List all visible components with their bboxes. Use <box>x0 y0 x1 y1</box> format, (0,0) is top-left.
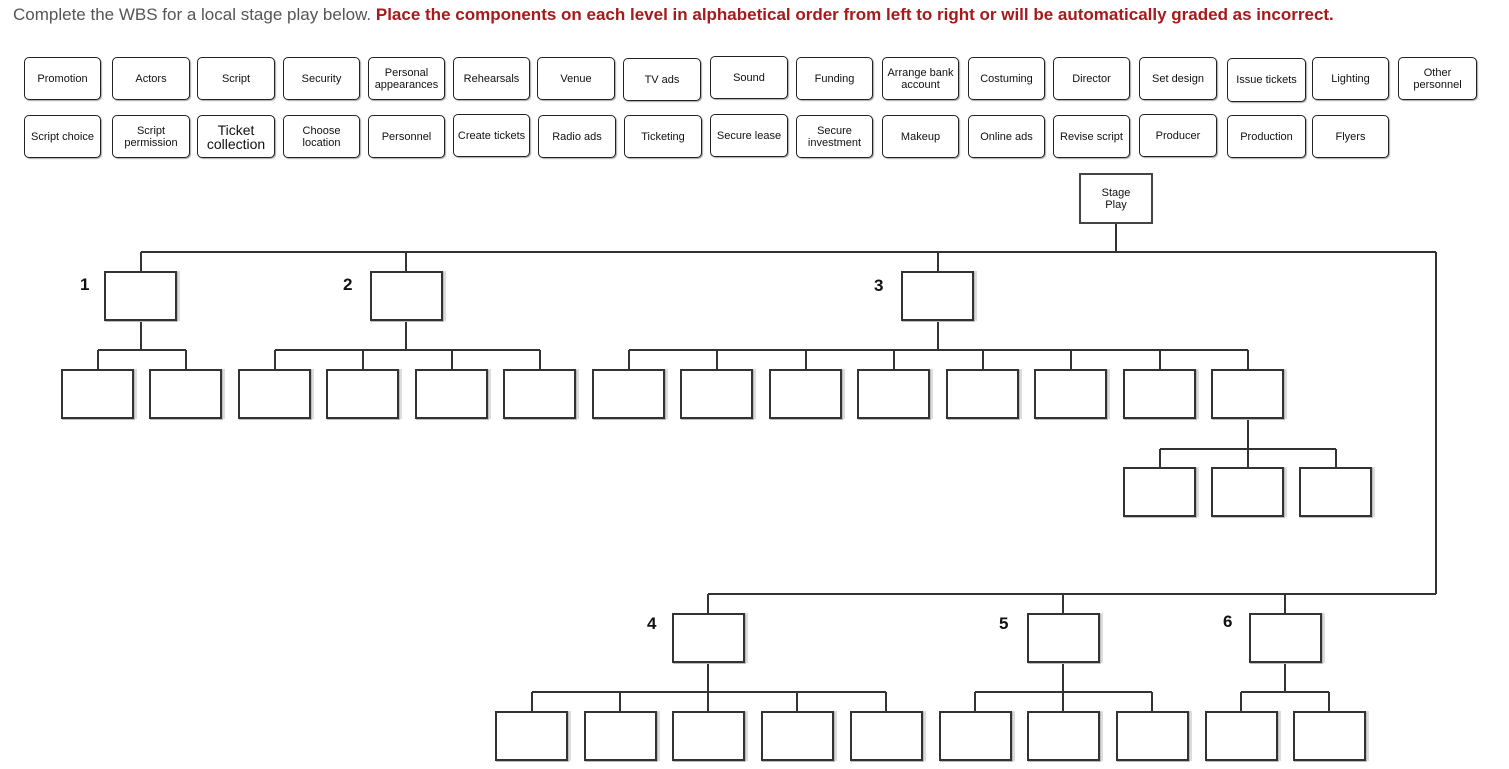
level-label-6: 6 <box>1223 612 1233 631</box>
drop-slot[interactable] <box>1116 711 1189 761</box>
chip-secure-lease[interactable]: Secure lease <box>710 114 788 157</box>
level-label-3: 3 <box>874 276 884 295</box>
chip-producer[interactable]: Producer <box>1139 114 1217 157</box>
drop-slot[interactable] <box>1027 711 1100 761</box>
chip-makeup[interactable]: Makeup <box>882 115 959 158</box>
chip-tv-ads[interactable]: TV ads <box>623 58 701 101</box>
drop-slot[interactable] <box>761 711 834 761</box>
chip-set-design[interactable]: Set design <box>1139 57 1217 100</box>
drop-slot[interactable] <box>939 711 1012 761</box>
drop-slot[interactable] <box>769 369 842 419</box>
chip-choose-location[interactable]: Choose location <box>283 115 360 158</box>
chip-production[interactable]: Production <box>1227 115 1306 158</box>
chip-personal-appearances[interactable]: Personal appearances <box>368 57 445 100</box>
chip-promotion[interactable]: Promotion <box>24 57 101 100</box>
drop-slot[interactable] <box>1211 369 1284 419</box>
chip-revise-script[interactable]: Revise script <box>1053 115 1130 158</box>
chip-issue-tickets[interactable]: Issue tickets <box>1227 58 1306 102</box>
drop-slot[interactable] <box>592 369 665 419</box>
drop-slot[interactable] <box>326 369 399 419</box>
chip-funding[interactable]: Funding <box>796 57 873 100</box>
drop-slot[interactable] <box>1211 467 1284 517</box>
chip-costuming[interactable]: Costuming <box>968 57 1045 100</box>
drop-slot[interactable] <box>946 369 1019 419</box>
chip-flyers[interactable]: Flyers <box>1312 115 1389 158</box>
chip-security[interactable]: Security <box>283 57 360 100</box>
chip-rehearsals[interactable]: Rehearsals <box>453 57 530 100</box>
chip-script-choice[interactable]: Script choice <box>24 115 101 158</box>
chip-actors[interactable]: Actors <box>112 57 190 100</box>
chip-sound[interactable]: Sound <box>710 56 788 99</box>
drop-slot[interactable] <box>1123 369 1196 419</box>
chip-ticketing[interactable]: Ticketing <box>624 115 702 158</box>
drop-slot[interactable] <box>61 369 134 419</box>
chip-venue[interactable]: Venue <box>537 57 615 100</box>
drop-slot[interactable] <box>104 271 177 321</box>
chip-online-ads[interactable]: Online ads <box>968 115 1045 158</box>
drop-slot[interactable] <box>1249 613 1322 663</box>
drop-slot[interactable] <box>672 613 745 663</box>
drop-slot[interactable] <box>1034 369 1107 419</box>
chip-radio-ads[interactable]: Radio ads <box>538 115 616 158</box>
chip-arrange-bank-account[interactable]: Arrange bank account <box>882 57 959 100</box>
drop-slot[interactable] <box>415 369 488 419</box>
chip-ticket-collection[interactable]: Ticket collection <box>197 115 275 158</box>
level-label-1: 1 <box>80 275 90 294</box>
drop-slot[interactable] <box>857 369 930 419</box>
level-label-4: 4 <box>647 614 657 633</box>
drop-slot[interactable] <box>1123 467 1196 517</box>
drop-slot[interactable] <box>584 711 657 761</box>
drop-slot[interactable] <box>680 369 753 419</box>
root-node-stage-play: Stage Play <box>1079 173 1153 224</box>
chip-director[interactable]: Director <box>1053 57 1130 100</box>
chip-secure-investment[interactable]: Secure investment <box>796 115 873 158</box>
drop-slot[interactable] <box>1027 613 1100 663</box>
drop-slot[interactable] <box>495 711 568 761</box>
chip-personnel[interactable]: Personnel <box>368 115 445 158</box>
instruction-text: Complete the WBS for a local stage play … <box>13 5 1334 25</box>
drop-slot[interactable] <box>1205 711 1278 761</box>
drop-slot[interactable] <box>1299 467 1372 517</box>
drop-slot[interactable] <box>672 711 745 761</box>
drop-slot[interactable] <box>370 271 443 321</box>
instruction-normal: Complete the WBS for a local stage play … <box>13 5 372 24</box>
chip-script-permission[interactable]: Script permission <box>112 115 190 158</box>
level-label-2: 2 <box>343 275 353 294</box>
chip-script[interactable]: Script <box>197 57 275 100</box>
chip-other-personnel[interactable]: Other personnel <box>1398 57 1477 100</box>
drop-slot[interactable] <box>149 369 222 419</box>
drop-slot[interactable] <box>850 711 923 761</box>
drop-slot[interactable] <box>503 369 576 419</box>
instruction-warning: Place the components on each level in al… <box>375 5 1334 24</box>
chip-create-tickets[interactable]: Create tickets <box>453 114 530 157</box>
drop-slot[interactable] <box>238 369 311 419</box>
drop-slot[interactable] <box>1293 711 1366 761</box>
drop-slot[interactable] <box>901 271 974 321</box>
chip-lighting[interactable]: Lighting <box>1312 57 1389 100</box>
level-label-5: 5 <box>999 614 1009 633</box>
